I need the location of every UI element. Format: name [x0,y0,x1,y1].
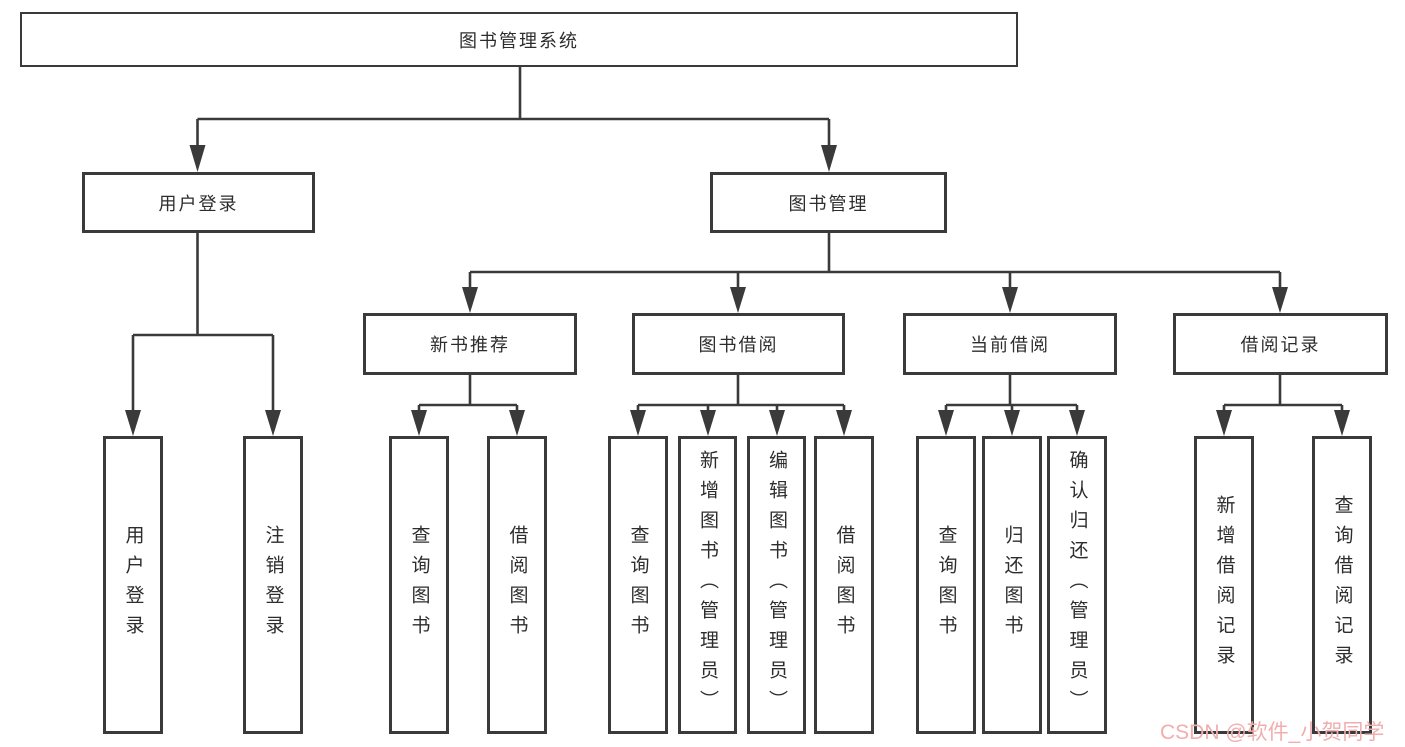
node-user-login: 用户登录 [103,436,163,734]
node-label: 用户登录 [122,525,144,645]
node-logout-login: 注销登录 [243,436,303,734]
connector-edges [131,67,1344,413]
node-label: 图书管理 [788,193,869,214]
node-label: 查询图书 [408,525,430,645]
node-query-borrow-record: 查询借阅记录 [1312,436,1372,734]
node-label: 查询图书 [935,525,957,645]
node-label: 查询借阅记录 [1331,495,1353,675]
node-label: 归还图书 [1001,525,1023,645]
node-add-books-admin: 新增图书（管理员） [678,436,737,734]
csdn-watermark: CSDN @软件_小贺同学 [1160,721,1385,744]
node-label: 新增借阅记录 [1213,495,1235,675]
node-borrow-books-1: 借阅图书 [487,436,547,734]
node-label: 当前借阅 [970,335,1050,355]
arrow-down-icons [125,145,1350,436]
node-book-management: 图书管理 [710,172,947,233]
node-query-books-3: 查询图书 [916,436,976,734]
node-label: 借阅图书 [506,525,528,645]
node-label: 编辑图书（管理员） [766,450,787,720]
node-label: 新书推荐 [430,335,510,355]
node-label: 借阅记录 [1240,335,1321,355]
node-borrowing-records: 借阅记录 [1173,313,1388,375]
node-current-borrowing: 当前借阅 [903,313,1117,375]
node-label: 借阅图书 [833,525,855,645]
node-add-borrow-record: 新增借阅记录 [1194,436,1254,734]
node-label: 确认归还（管理员） [1066,450,1088,720]
node-label: 用户登录 [158,193,239,214]
node-query-books-1: 查询图书 [389,436,449,734]
node-library-system: 图书管理系统 [20,12,1018,67]
node-new-book-recommend: 新书推荐 [363,313,577,375]
node-label: 注销登录 [262,525,284,645]
node-return-books: 归还图书 [982,436,1042,734]
node-borrow-books-2: 借阅图书 [814,436,874,734]
node-query-books-2: 查询图书 [608,436,668,734]
node-label: 查询图书 [627,525,649,645]
node-user-login-group: 用户登录 [82,172,315,233]
node-label: 新增图书（管理员） [697,450,718,720]
node-label: 图书管理系统 [459,30,579,51]
node-label: 图书借阅 [698,335,779,355]
node-edit-books-admin: 编辑图书（管理员） [747,436,806,734]
node-confirm-return-admin: 确认归还（管理员） [1047,436,1107,734]
node-book-borrowing: 图书借阅 [632,313,845,375]
